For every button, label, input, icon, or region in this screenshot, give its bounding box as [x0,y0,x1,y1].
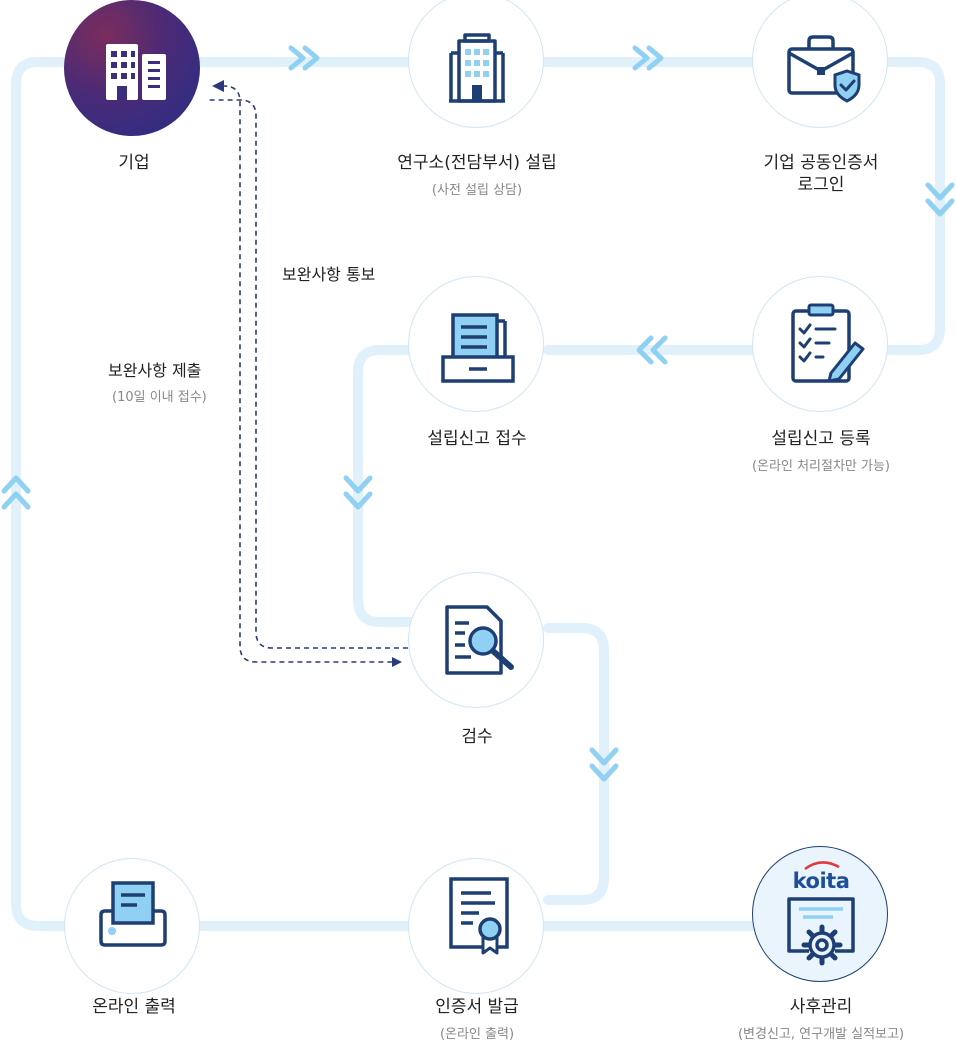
review-node [408,572,544,708]
lab-setup-label: 연구소(전담부서) 설립 [397,153,557,173]
chevron-right-2 [632,45,664,71]
briefcase-shield-icon [787,35,861,103]
feedback-submit-sub: (10일 이내 접수) [112,390,207,405]
dash-notice-line [206,99,408,649]
report-receive-label: 설립신고 접수 [427,429,527,449]
company-node [64,0,200,136]
office-tower-icon [449,33,505,103]
flow-line-receive-review [353,345,417,627]
aftercare-sub: (변경신고, 연구개발 실적보고) [737,1027,905,1042]
certificate-label: 인증서 발급 [435,997,519,1017]
certificate-ribbon-icon [449,877,509,955]
online-print-label: 온라인 출력 [92,997,176,1017]
dash-submit-line [222,85,394,663]
feedback-submit-label: 보완사항 제출 [108,361,202,380]
chevron-up-left-side [1,475,31,510]
dash-arrow-to-company [212,80,224,92]
lab-setup-sub: (사전 설립 상담) [431,183,523,198]
aftercare-node: koita [752,846,888,982]
cert-login-node [752,0,888,128]
building-icon [106,44,166,100]
koita-logo-arc [804,861,840,871]
aftercare-label: 사후관리 [789,997,853,1017]
report-register-label: 설립신고 등록 [771,429,871,449]
document-tray-icon [441,313,515,383]
document-search-icon [445,605,514,675]
report-register-sub: (온라인 처리절차만 가능) [751,459,890,474]
printer-icon [99,881,167,947]
company-label: 기업 [118,153,150,173]
chevron-right-1 [288,45,320,71]
gear-document-icon [787,897,855,966]
review-label: 검수 [461,727,493,747]
chevron-left-middle [636,335,668,365]
lab-setup-node [408,0,544,128]
certificate-sub: (온라인 출력) [439,1027,515,1042]
flow-line-review-cert [543,623,609,905]
report-register-node [752,276,888,412]
chevron-down-right-side [925,182,955,217]
flow-line-top [195,57,945,355]
feedback-notice-label: 보완사항 통보 [282,265,376,284]
dash-arrow-to-review [392,657,402,667]
report-receive-node [408,276,544,412]
koita-logo: koita [792,869,850,893]
chevron-down-review [589,747,619,782]
flow-line-left [11,57,73,931]
chevron-down-receive [343,475,373,510]
certificate-node [408,858,544,994]
clipboard-checklist-icon [791,303,865,383]
online-print-node [64,858,200,994]
cert-login-label: 기업 공동인증서 로그인 [763,153,879,195]
